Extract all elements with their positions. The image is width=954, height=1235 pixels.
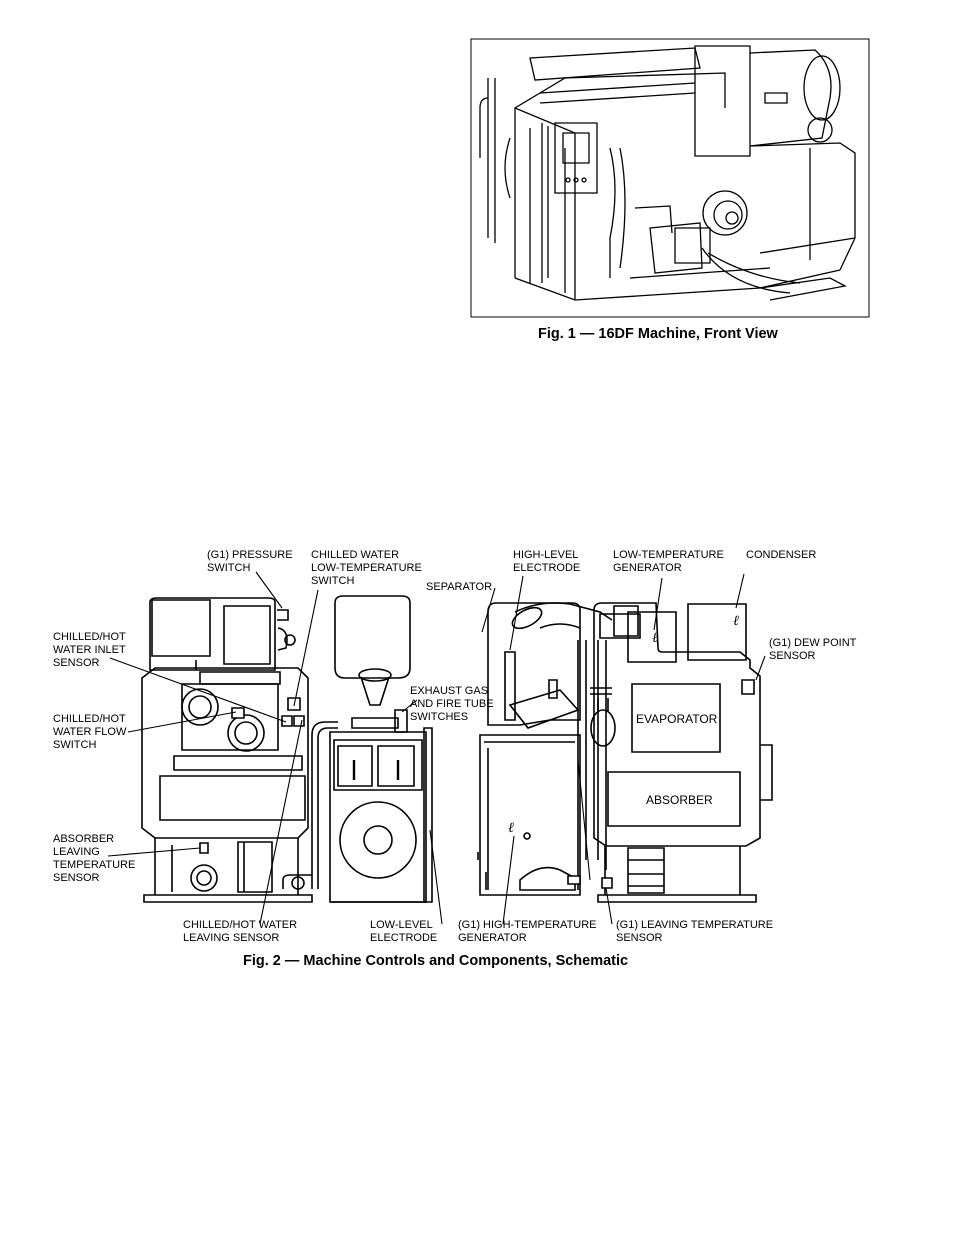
label-low-temp-generator: LOW-TEMPERATURE GENERATOR [613,549,727,574]
right-machine-drawing [478,603,772,902]
label-low-level-electrode: LOW-LEVEL ELECTRODE [370,919,437,944]
left-machine-drawing [142,598,312,902]
label-dew-point-sensor: (G1) DEW POINT SENSOR [769,637,859,662]
connecting-piping [283,722,338,889]
leader-lines [108,572,765,924]
burner-drawing [330,596,432,902]
svg-text:ℓ: ℓ [733,613,739,629]
label-g1-pressure-switch: (G1) PRESSURE SWITCH [207,549,296,574]
label-leaving-sensor: CHILLED/HOT WATER LEAVING SENSOR [183,919,300,944]
label-high-level-electrode: HIGH-LEVEL ELECTRODE [513,549,581,574]
figure-2-caption: Fig. 2 — Machine Controls and Components… [243,953,629,969]
figure-1-caption: Fig. 1 — 16DF Machine, Front View [538,326,778,342]
label-inlet-sensor: CHILLED/HOT WATER INLET SENSOR [53,631,129,669]
component-labels: (G1) PRESSURE SWITCH CHILLED WATER LOW-T… [53,549,859,944]
label-absorber: ABSORBER [646,793,713,807]
label-absorber-leaving-sensor: ABSORBER LEAVING TEMPERATURE SENSOR [53,833,138,884]
label-condenser: CONDENSER [746,549,816,561]
label-chilled-water-low-temp-switch: CHILLED WATER LOW-TEMPERATURE SWITCH [311,549,425,587]
machine-front-view-illustration [470,38,870,318]
label-flow-switch: CHILLED/HOT WATER FLOW SWITCH [53,713,129,751]
label-exhaust-gas-switches: EXHAUST GAS AND FIRE TUBE SWITCHES [410,685,497,723]
label-high-temp-generator: (G1) HIGH-TEMPERATURE GENERATOR [458,919,600,944]
label-g1-leaving-temp-sensor: (G1) LEAVING TEMPERATURE SENSOR [616,919,776,944]
component-markers: ℓ ℓ ℓ [508,613,739,836]
svg-text:ℓ: ℓ [508,820,514,836]
label-evaporator: EVAPORATOR [636,712,718,726]
label-separator: SEPARATOR [426,581,492,593]
svg-text:ℓ: ℓ [652,630,658,646]
